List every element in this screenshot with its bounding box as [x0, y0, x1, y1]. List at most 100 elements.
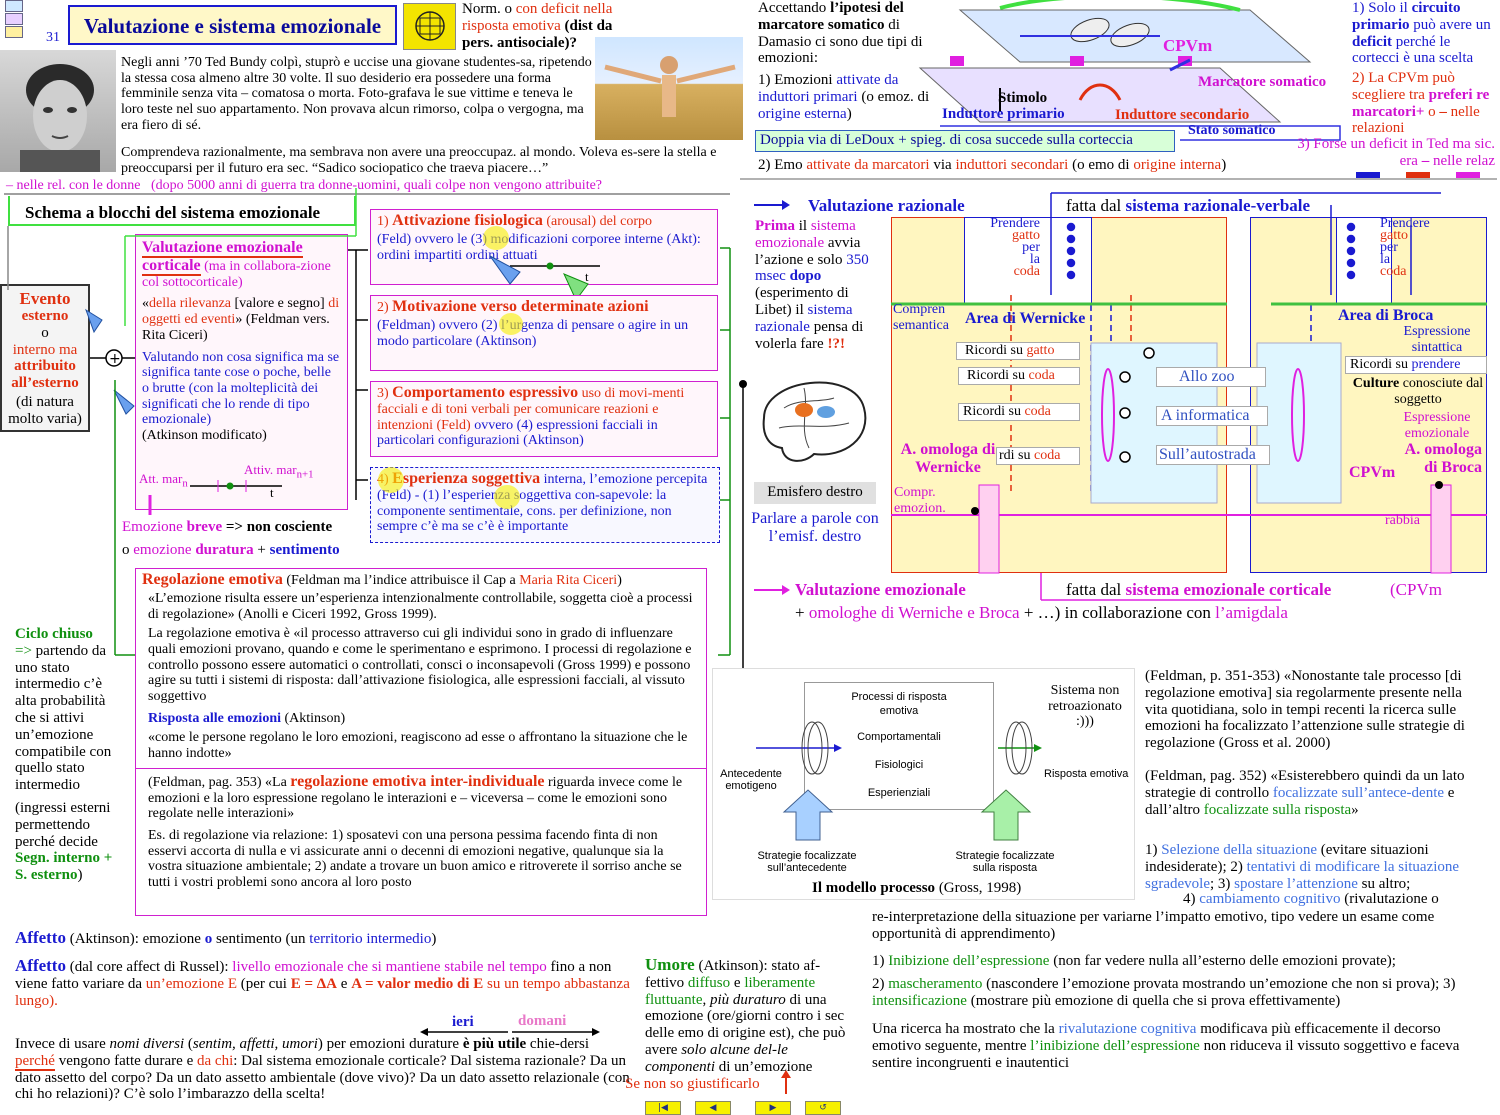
- nav-back-button[interactable]: ↺: [805, 1101, 841, 1115]
- omologa-broca: A. omologa di Broca: [1404, 441, 1482, 476]
- damasio-stimolo: Stimolo: [998, 90, 1048, 106]
- timeline-2: [489, 255, 600, 301]
- happy-man-photo: [595, 37, 743, 140]
- libet-text: Prima il sistema emozionale avvia l’azio…: [755, 218, 869, 352]
- ledoux-box: Doppia via di LeDoux + spieg. di cosa su…: [755, 130, 1175, 152]
- evento-box: Evento esterno o interno ma attribuito a…: [0, 284, 90, 432]
- emozione-breve: Emozione breve => non cosciente: [122, 519, 333, 535]
- gross-caption: Il modello processo (Gross, 1998): [812, 880, 1022, 896]
- damasio-stato-somatico: Stato somatico: [1188, 123, 1276, 138]
- highlight-3: [483, 226, 509, 250]
- ieri-label: ieri: [452, 1014, 474, 1030]
- giustificarlo: Se non so giustificarlo: [625, 1076, 760, 1092]
- schema-connectors: [7, 188, 368, 656]
- feldman-inibizione-1: 1) Inibizione dell’espressione (non far …: [872, 953, 1396, 969]
- page-number: 31: [46, 30, 60, 45]
- right-note-3: 3) Forse un deficit in Ted ma sic. era –…: [1297, 136, 1495, 169]
- norm-question: Norm. o con deficit nella risposta emoti…: [462, 1, 613, 51]
- allo-zoo: Allo zoo: [1156, 367, 1266, 387]
- rabbia: rabbia: [1385, 513, 1420, 528]
- ricordi-prendere: Ricordi su prendere: [1345, 356, 1487, 374]
- timeline-1-t: t: [270, 485, 274, 500]
- brain-scheme-icon: [403, 3, 456, 50]
- feldman-strategie-list: 1) Selezione della situazione (evitare s…: [1145, 842, 1460, 892]
- damasio-diagram: [918, 0, 1341, 141]
- sull-autostrada: Sull’autostrada: [1156, 445, 1270, 465]
- ciclo-chiuso: Ciclo chiuso => partendo da uno stato in…: [15, 626, 113, 884]
- page-icons[interactable]: [5, 0, 23, 38]
- emo-arrow: [754, 585, 790, 595]
- damasio-emotion-2: 2) Emo attivate da marcatori via indutto…: [758, 157, 1227, 173]
- espressione-emozionale: Espressione emozionale: [1403, 410, 1471, 441]
- fatta-razionale: fatta dal sistema razionale-verbale: [1066, 196, 1311, 215]
- damasio-induttore-secondario: Induttore secondario: [1115, 107, 1250, 123]
- color-legend: [1356, 172, 1486, 178]
- gross-arrows: [756, 721, 1042, 841]
- gross-antecedente: Antecedente emotigeno: [720, 768, 782, 793]
- right-note-1: 1) Solo il circuito primario può avere u…: [1352, 0, 1491, 67]
- domani-label: domani: [518, 1013, 567, 1029]
- parlare-parole: Parlare a parole con l’emisf. destro: [751, 510, 879, 545]
- att-mar-label: Att. marn: [139, 471, 188, 490]
- ricordi-coda-2: Ricordi su coda: [958, 403, 1080, 421]
- prendere-words-left: Prendere gatto per la coda: [990, 216, 1040, 279]
- bundy-paragraph-2: Comprendeva razionalmente, ma sembrava n…: [121, 145, 717, 176]
- damasio-cpvm: CPVm: [1163, 36, 1213, 55]
- timeline-2-t: t: [585, 269, 589, 284]
- block-3-comportamento: 3) Comportamento espressivo uso di movi-…: [370, 381, 718, 457]
- nav-next-button[interactable]: ▶: [755, 1101, 791, 1115]
- giust-arrow: [781, 1070, 791, 1094]
- ted-bundy-photo: [0, 50, 116, 172]
- nav-first-button[interactable]: |◀: [645, 1101, 681, 1115]
- schema-title: Schema a blocchi del sistema emozionale: [25, 203, 321, 222]
- gross-processi: Processi di risposta emotiva Comportamen…: [851, 691, 947, 799]
- affetto-2: Affetto (dal core affect di Russel): liv…: [15, 956, 630, 1009]
- damasio-induttore-primario: Induttore primario: [942, 106, 1065, 122]
- damasio-intro: Accettando l’ipotesi del marcatore somat…: [758, 0, 923, 67]
- page-title: Valutazione e sistema emozionale: [68, 5, 397, 45]
- ieri-domani-arrows: [420, 1028, 600, 1036]
- blocks-right-connector: [718, 247, 731, 656]
- valutazione-razionale: Valutazione razionale: [808, 196, 965, 215]
- attiv-mar-label: Attiv. marn+1: [244, 462, 314, 481]
- brain-icon: [762, 381, 867, 462]
- bundy-arrow-line: [4, 193, 730, 195]
- feldman-reinterpretazione: re-interpretazione della situazione per …: [872, 909, 1435, 942]
- prendere-words-right: Prendere gatto per la coda: [1380, 216, 1430, 279]
- regolazione-box: Regolazione emotiva (Feldman ma l’indice…: [135, 568, 707, 916]
- umore: Umore (Atkinson): stato af-fettivo diffu…: [645, 955, 846, 1075]
- gross-non-retro: Sistema non retroazionato :))): [1048, 683, 1122, 730]
- valutazione-emozionale: Valutazione emozionale: [795, 580, 966, 599]
- area-broca: Area di Broca: [1338, 307, 1434, 324]
- emozione-duratura: o emozione duratura + sentimento: [122, 542, 340, 558]
- highlight-4: [378, 467, 404, 493]
- bundy-paragraph-1: Negli anni ’70 Ted Bundy colpì, stuprò e…: [121, 55, 592, 133]
- svg-text:+: +: [109, 351, 121, 367]
- raz-arrow: [754, 200, 790, 210]
- valutazione-emozionale-line2: + omologhe di Werniche e Broca + …) in c…: [795, 603, 1288, 622]
- gross-processi-box: [804, 682, 994, 810]
- omologa-wernicke: A. omologa di Wernicke: [900, 441, 996, 476]
- fatta-emozionale: fatta dal sistema emozionale corticale: [1066, 580, 1332, 599]
- feldman-ricerca: Una ricerca ha mostrato che la rivalutaz…: [872, 1021, 1460, 1071]
- valutazione-corticale-box: Valutazione emozionale corticale (ma in …: [135, 234, 348, 510]
- feldman-strategia-4: 4) cambiamento cognitivo (rivalutazione …: [1183, 891, 1439, 907]
- gross-strat-1: Strategie focalizzate sull’antecedente: [757, 850, 857, 875]
- affetto-1: Affetto (Aktinson): emozione o sentiment…: [15, 928, 437, 947]
- sum-node: +: [85, 308, 136, 415]
- timeline-1: [190, 480, 282, 492]
- block-4-esperienza: 4) Esperienza soggettiva interna, l’emoz…: [370, 467, 720, 543]
- emisfero-destro: Emisfero destro: [754, 482, 876, 504]
- ricordi-coda-1: Ricordi su coda: [958, 367, 1080, 385]
- compr-emozion: Compr. emozion.: [894, 485, 946, 516]
- top-divider: [740, 178, 1497, 180]
- nav-prev-button[interactable]: ◀: [695, 1101, 731, 1115]
- block-1-attivazione: 1) Attivazione fisiologica (arousal) del…: [370, 209, 718, 285]
- prendere-box-right: [1336, 217, 1392, 305]
- cpvm-paren: (CPVm: [1390, 580, 1442, 599]
- culture: Culture conosciute dal soggetto: [1352, 376, 1484, 407]
- compren-semantica: Compren semantica: [893, 302, 949, 333]
- a-informatica: A informatica: [1156, 406, 1268, 426]
- gross-model-box: [712, 668, 1135, 900]
- block-2-motivazione: 2) Motivazione verso determinate azioni …: [370, 295, 718, 371]
